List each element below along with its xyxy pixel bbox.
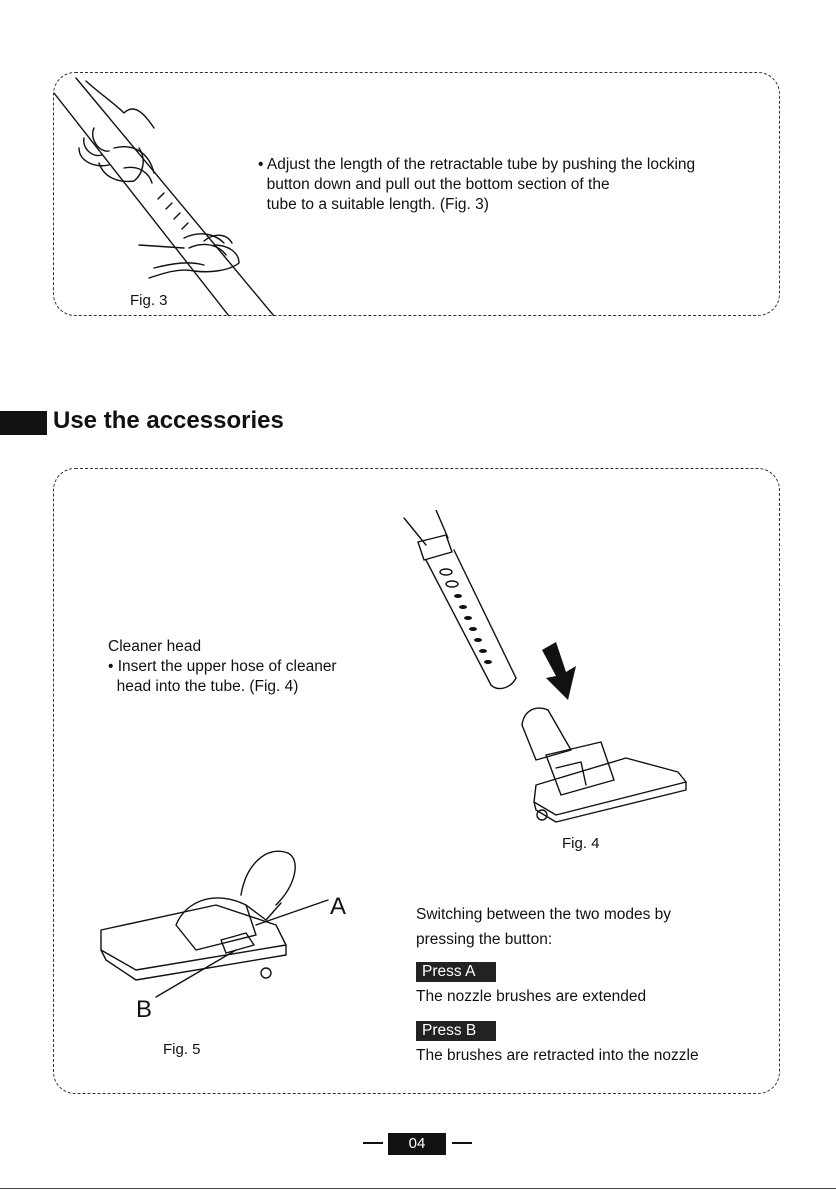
fig3-label: Fig. 3 [130, 292, 168, 309]
cleaner-head-title: Cleaner head [108, 638, 202, 655]
fig4-label: Fig. 4 [562, 835, 600, 852]
tube-adjust-panel [53, 72, 780, 316]
tube-adjust-instruction: • Adjust the length of the retractable t… [258, 156, 696, 213]
mode-switch-instruction: Switching between the two modes by press… [416, 906, 672, 948]
footer-left-dash [363, 1142, 383, 1144]
footer-right-dash [452, 1142, 472, 1144]
cleaner-head-instruction: • Insert the upper hose of cleaner head … [108, 658, 337, 695]
retractable-tube-illustration [54, 77, 275, 316]
fig5-label: Fig. 5 [163, 1041, 201, 1058]
press-b-description: The brushes are retracted into the nozzl… [416, 1047, 699, 1064]
section-title-bar [0, 411, 47, 435]
cleaner-head-insert-illustration [403, 510, 687, 823]
press-b-tag: Press B [416, 1021, 496, 1041]
section-title: Use the accessories [53, 407, 284, 434]
press-a-description: The nozzle brushes are extended [416, 988, 647, 1005]
bottom-rule [0, 1188, 836, 1189]
button-b-label: B [136, 996, 153, 1023]
nozzle-mode-illustration [100, 850, 329, 998]
accessories-panel [53, 468, 780, 1094]
button-a-label: A [330, 893, 347, 920]
page-number: 04 [388, 1133, 446, 1155]
press-a-tag: Press A [416, 962, 496, 982]
